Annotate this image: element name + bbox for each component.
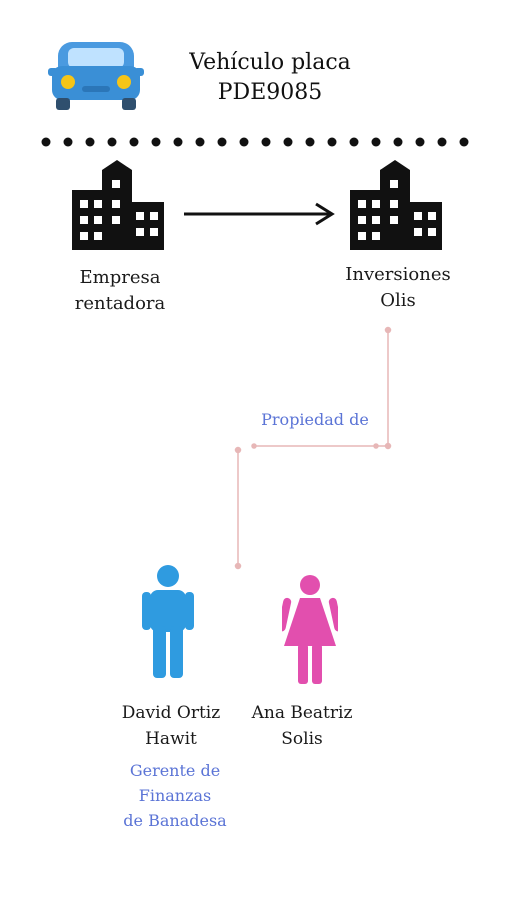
dotted-separator	[40, 136, 470, 148]
company-right-label: Inversiones Olis	[345, 264, 451, 311]
woman-icon	[282, 574, 338, 684]
company-left-label: Empresa rentadora	[74, 267, 166, 314]
building-icon	[72, 160, 164, 250]
person-female-label: Ana Beatriz Solis	[251, 703, 353, 749]
ownership-label: Propiedad de	[261, 410, 369, 429]
male-role-annotation: Gerente de Finanzas de Banadesa	[123, 761, 227, 830]
person-male-label: David Ortiz Hawit	[121, 703, 221, 749]
diagram-title: Vehículo placa PDE9085	[189, 50, 351, 105]
car-icon	[48, 36, 144, 116]
man-icon	[140, 564, 196, 680]
building-icon	[350, 160, 442, 250]
arrow-right-icon	[182, 202, 338, 226]
